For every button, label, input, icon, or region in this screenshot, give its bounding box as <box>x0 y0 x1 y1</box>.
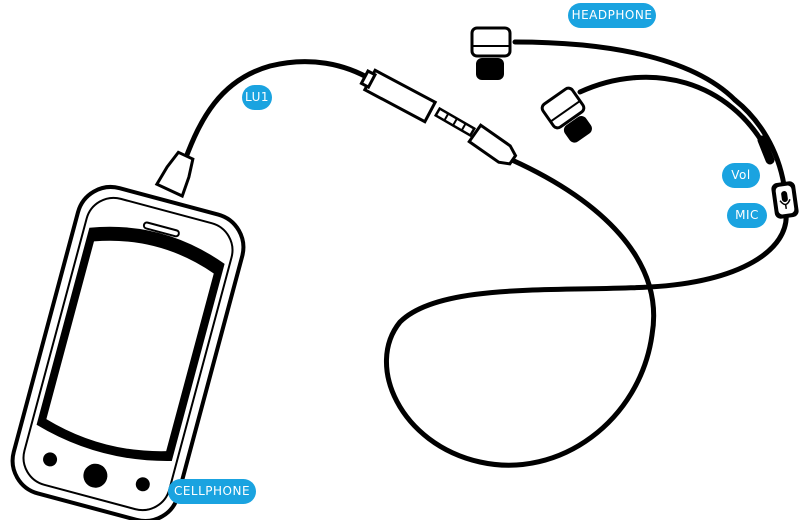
cable-main <box>383 157 789 468</box>
cable-right-earbud <box>577 74 771 155</box>
volume-control <box>757 135 775 165</box>
headphone-plug <box>467 123 518 166</box>
right-earbud <box>540 86 592 143</box>
label-cellphone: CELLPHONE <box>168 479 256 504</box>
cellphone <box>10 185 246 520</box>
cable-mic-to-volume <box>732 97 787 188</box>
left-earbud <box>470 26 512 80</box>
label-mic: MIC <box>727 203 767 228</box>
adapter-lu1 <box>359 68 438 124</box>
audio-jack <box>433 106 477 138</box>
cable-left-earbud <box>512 39 738 103</box>
label-lu1: LU1 <box>242 85 272 110</box>
label-vol: Vol <box>722 163 760 188</box>
microphone-icon <box>771 181 799 219</box>
cable-phone-to-adapter <box>182 59 375 163</box>
label-headphone: HEADPHONE <box>568 3 656 28</box>
phone-plug <box>154 150 195 199</box>
